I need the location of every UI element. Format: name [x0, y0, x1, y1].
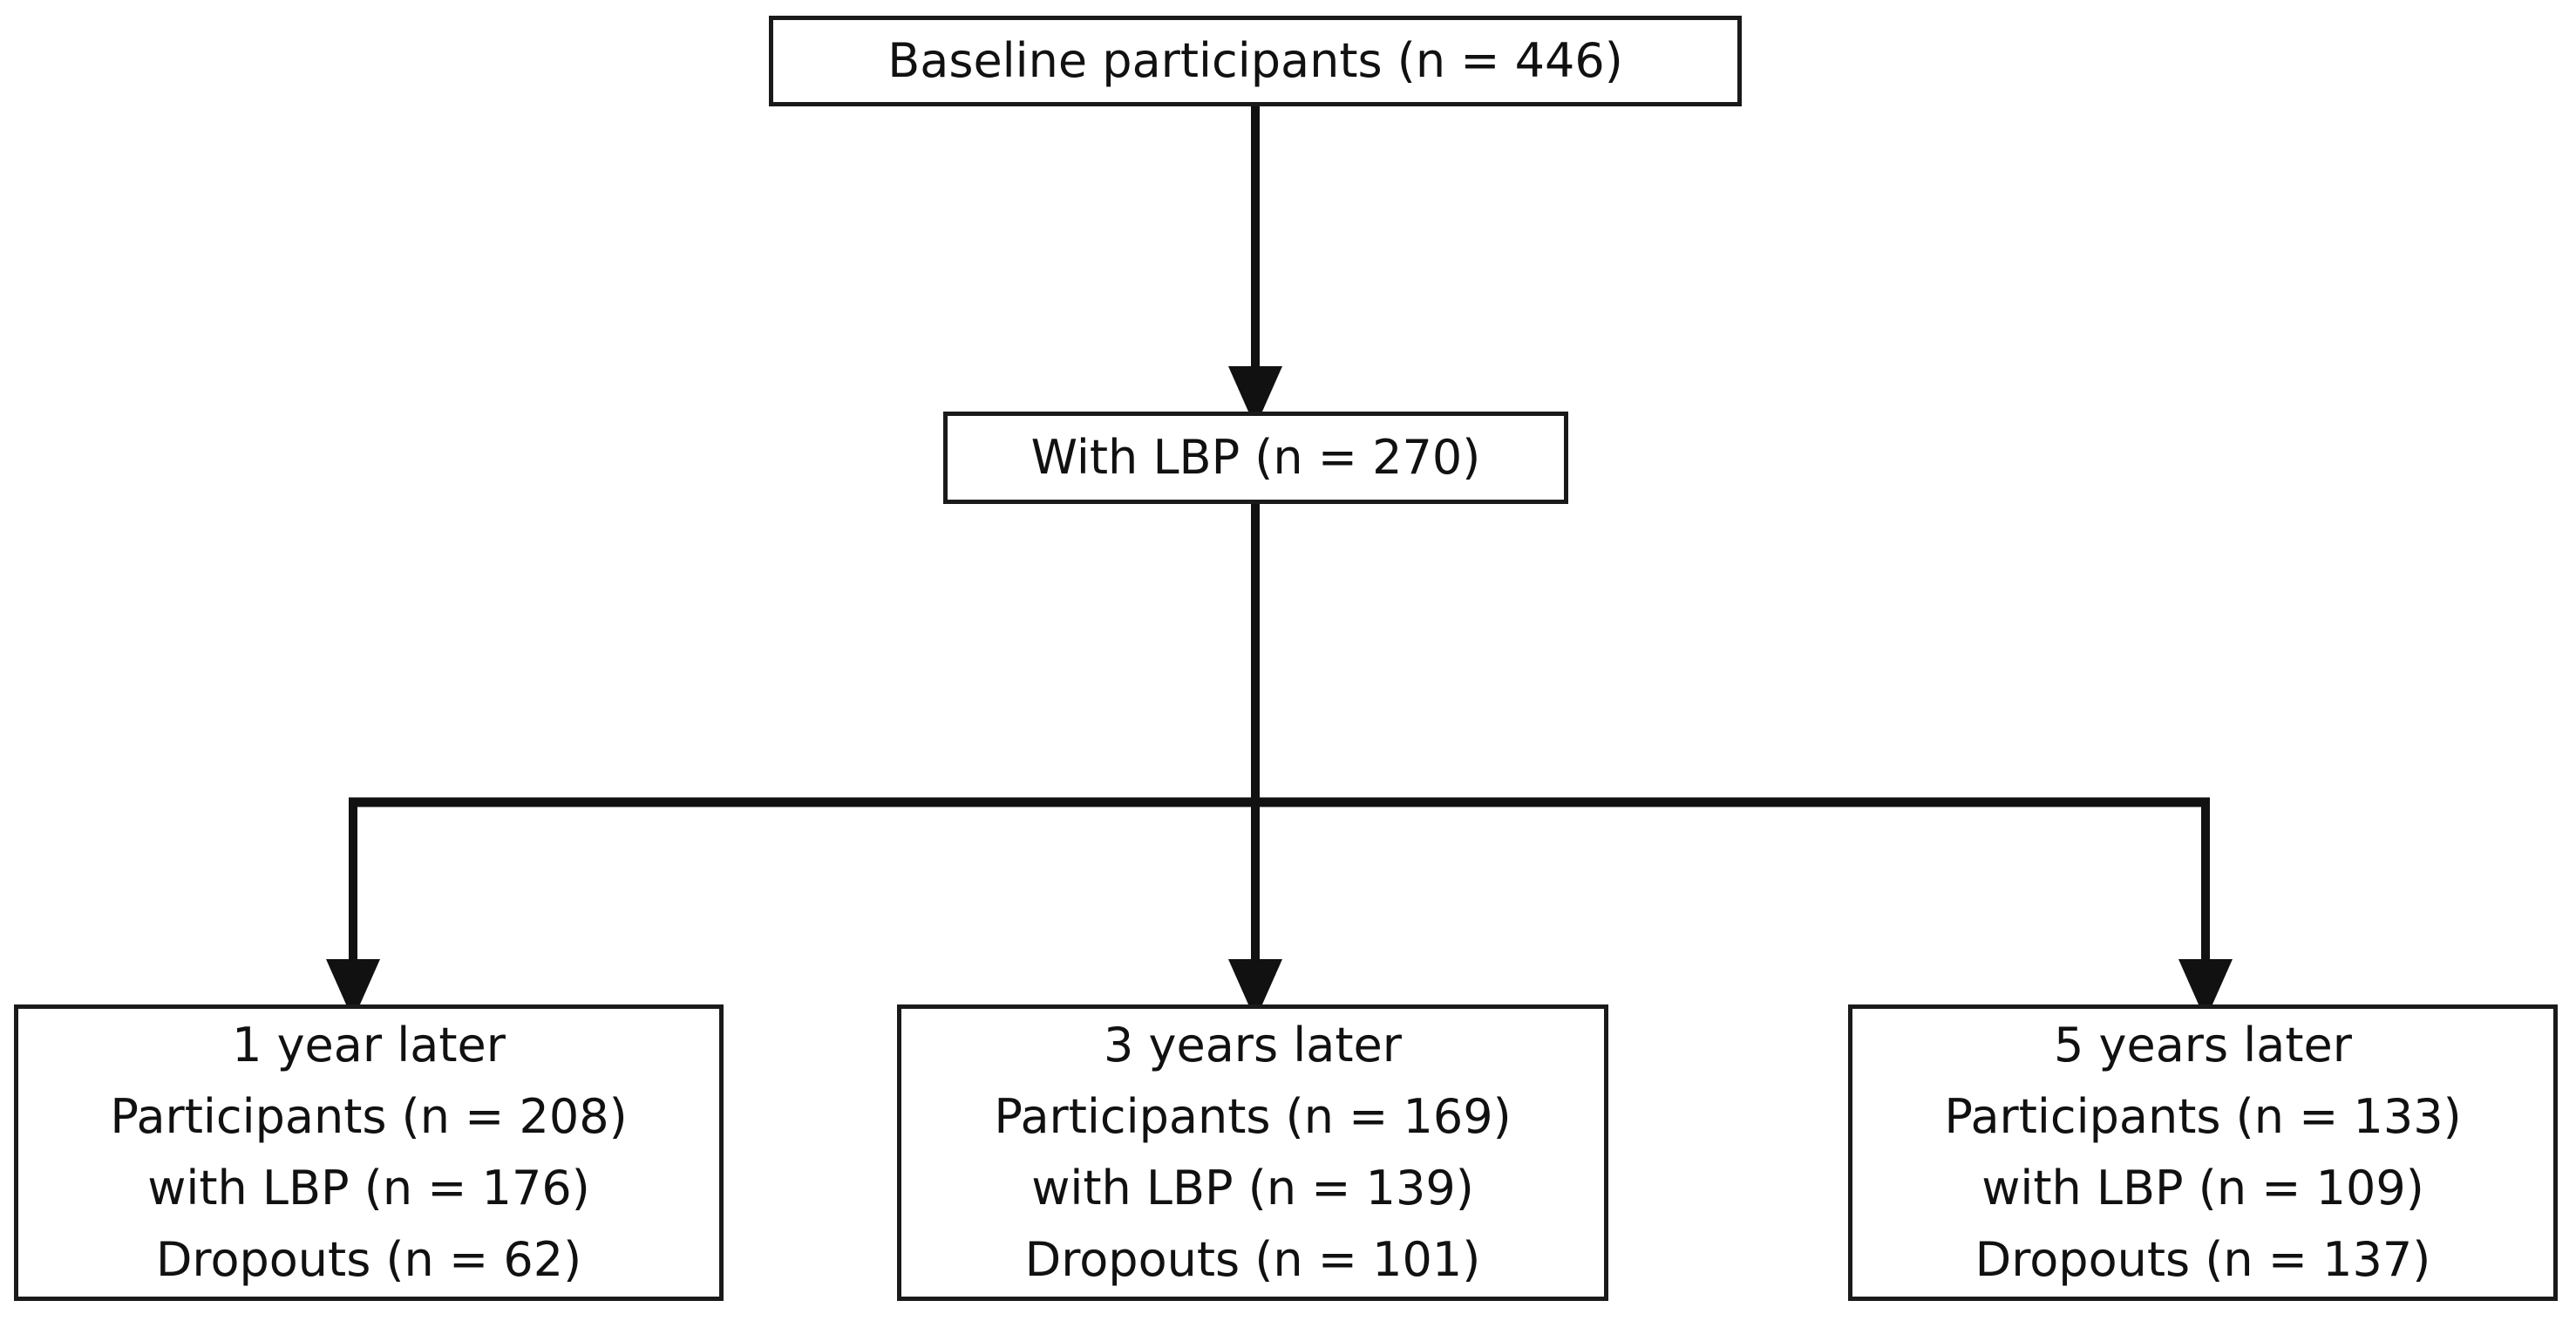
- node-year5-line-2: Participants (n = 133): [1944, 1089, 2462, 1144]
- node-year3-line-1: 3 years later: [1104, 1018, 1402, 1072]
- node-with-lbp-line-1: With LBP (n = 270): [1030, 430, 1481, 485]
- node-year5-line-3: with LBP (n = 109): [1981, 1161, 2424, 1215]
- node-year1-line-3: with LBP (n = 176): [147, 1161, 590, 1215]
- node-year1-line-1: 1 year later: [232, 1018, 506, 1072]
- node-baseline-participants: Baseline participants (n = 446): [769, 16, 1742, 106]
- node-year5-line-4: Dropouts (n = 137): [1974, 1232, 2431, 1287]
- node-year1-line-4: Dropouts (n = 62): [155, 1232, 582, 1287]
- node-year-5-followup: 5 years later Participants (n = 133) wit…: [1848, 1004, 2558, 1301]
- node-with-lbp: With LBP (n = 270): [943, 412, 1568, 504]
- node-year3-line-4: Dropouts (n = 101): [1024, 1232, 1481, 1287]
- node-year3-line-2: Participants (n = 169): [994, 1089, 1512, 1144]
- node-year-3-followup: 3 years later Participants (n = 169) wit…: [897, 1004, 1608, 1301]
- node-year3-line-3: with LBP (n = 139): [1031, 1161, 1474, 1215]
- node-year5-line-1: 5 years later: [2054, 1018, 2352, 1072]
- node-year1-line-2: Participants (n = 208): [110, 1089, 628, 1144]
- node-baseline-line-1: Baseline participants (n = 446): [887, 33, 1623, 88]
- node-year-1-followup: 1 year later Participants (n = 208) with…: [14, 1004, 724, 1301]
